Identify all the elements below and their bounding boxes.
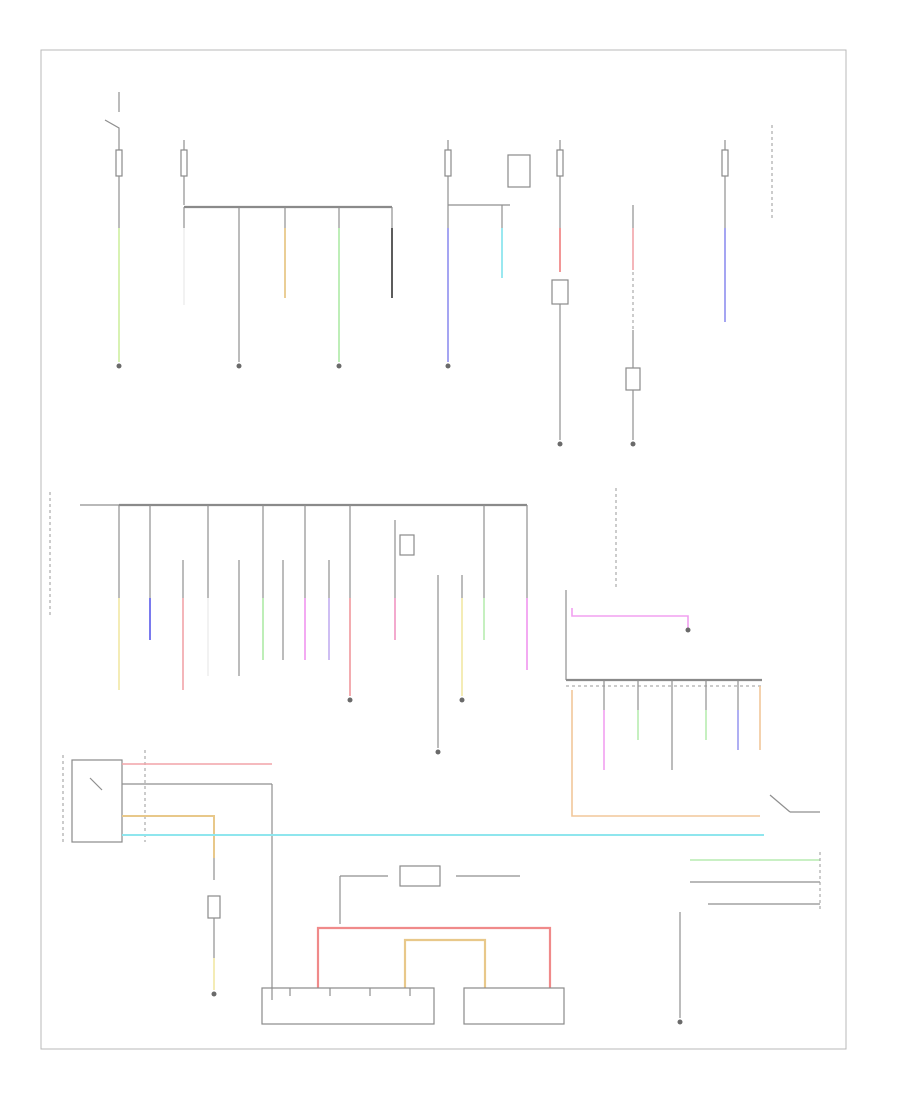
fuse-icon: [115, 149, 123, 177]
connector-icon: [399, 865, 441, 887]
top-section: [104, 92, 773, 447]
relay-icon: [71, 759, 123, 843]
fuse-icon: [180, 149, 188, 177]
relay-icon: [507, 154, 531, 188]
fuse-icon: [207, 895, 221, 919]
fuse-icon: [721, 149, 729, 177]
diagram-frame: [40, 49, 847, 1050]
bottom-section: [62, 750, 821, 1025]
junction-box: [463, 987, 565, 1025]
middle-section: [49, 492, 528, 755]
fuse-icon: [556, 149, 564, 177]
relay-icon: [625, 367, 641, 391]
relay-icon: [551, 279, 569, 305]
relay-icon: [399, 534, 415, 556]
fuse-icon: [444, 149, 452, 177]
control-module-box: [261, 987, 435, 1025]
right-middle-section: [565, 488, 820, 817]
